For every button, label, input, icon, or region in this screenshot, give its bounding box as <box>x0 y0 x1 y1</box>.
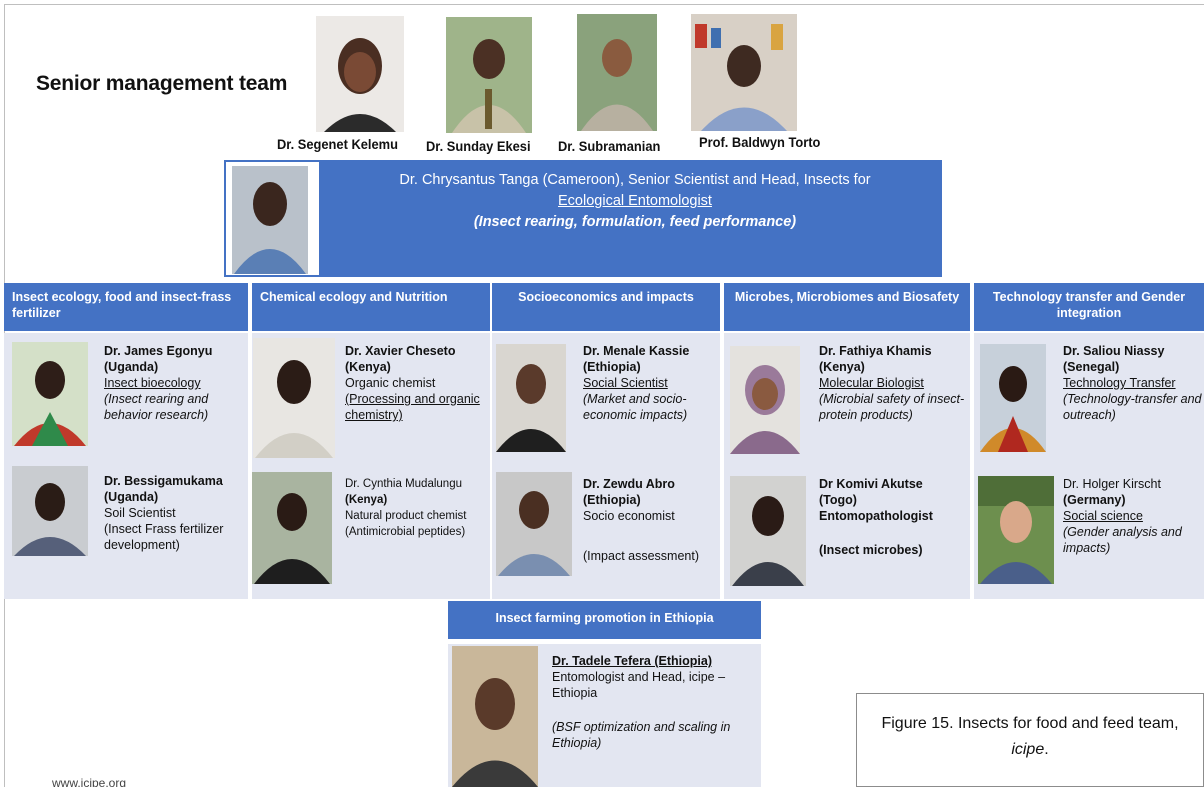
person-holger-kirscht: Dr. Holger Kirscht (Germany) Social scie… <box>1063 477 1182 555</box>
column-header-5: Technology transfer and Gender integrati… <box>974 283 1204 331</box>
caption-subramanian: Dr. Subramanian <box>558 138 661 154</box>
footer-url[interactable]: www.icipe.org <box>52 776 127 787</box>
person-tadele-tefera: Dr. Tadele Tefera (Ethiopia) Entomologis… <box>552 654 731 750</box>
person-bessigamukama: Dr. Bessigamukama (Uganda) Soil Scientis… <box>104 474 224 552</box>
photo-subramanian <box>577 14 657 131</box>
person-cynthia-mudalungu: Dr. Cynthia Mudalungu (Kenya) Natural pr… <box>345 478 467 538</box>
column-header-1: Insect ecology, food and insect-frass fe… <box>4 283 248 331</box>
column-header-4: Microbes, Microbiomes and Biosafety <box>724 283 970 331</box>
person-xavier-cheseto: Dr. Xavier Cheseto (Kenya) Organic chemi… <box>345 344 480 422</box>
photo-komivi-akutse <box>730 476 806 586</box>
head-description: Dr. Chrysantus Tanga (Cameroon), Senior … <box>330 170 940 233</box>
photo-menale-kassie <box>496 344 566 452</box>
ethiopia-header: Insect farming promotion in Ethiopia <box>448 601 761 639</box>
head-line3: (Insect rearing, formulation, feed perfo… <box>473 214 797 230</box>
head-box <box>224 160 942 277</box>
photo-tadele-tefera <box>452 646 538 787</box>
photo-zewdu-abro <box>496 472 572 576</box>
head-line2: Ecological Entomologist <box>558 193 712 209</box>
photo-segenet-kelemu <box>316 16 404 132</box>
person-komivi-akutse: Dr Komivi Akutse (Togo) Entomopathologis… <box>819 477 933 557</box>
figure-caption-box <box>856 693 1204 787</box>
photo-james-egonyu <box>12 342 88 446</box>
photo-chrysantus-tanga <box>224 160 321 277</box>
page-title: Senior management team <box>36 72 288 95</box>
person-zewdu-abro: Dr. Zewdu Abro (Ethiopia) Socio economis… <box>583 477 700 563</box>
head-line1: Dr. Chrysantus Tanga (Cameroon), Senior … <box>399 172 871 188</box>
caption-segenet-kelemu: Dr. Segenet Kelemu <box>277 136 398 152</box>
photo-saliou-niassy <box>980 344 1046 452</box>
photo-cynthia-mudalungu <box>252 472 332 584</box>
photo-baldwyn-torto <box>691 14 797 131</box>
photo-fathiya-khamis <box>730 346 800 454</box>
figure-caption: Figure 15. Insects for food and feed tea… <box>881 715 1179 758</box>
person-menale-kassie: Dr. Menale Kassie (Ethiopia) Social Scie… <box>583 344 690 422</box>
person-saliou-niassy: Dr. Saliou Niassy (Senegal) Technology T… <box>1063 344 1202 422</box>
person-james-egonyu: Dr. James Egonyu (Uganda) Insect bioecol… <box>104 344 213 422</box>
column-header-2: Chemical ecology and Nutrition <box>252 283 490 331</box>
photo-sunday-ekesi <box>446 17 532 133</box>
person-fathiya-khamis: Dr. Fathiya Khamis (Kenya) Molecular Bio… <box>819 344 965 422</box>
caption-baldwyn-torto: Prof. Baldwyn Torto <box>699 134 821 150</box>
photo-bessigamukama <box>12 466 88 556</box>
photo-holger-kirscht <box>978 476 1054 584</box>
caption-sunday-ekesi: Dr. Sunday Ekesi <box>426 138 531 154</box>
photo-xavier-cheseto <box>253 338 335 458</box>
column-header-3: Socioeconomics and impacts <box>492 283 720 331</box>
